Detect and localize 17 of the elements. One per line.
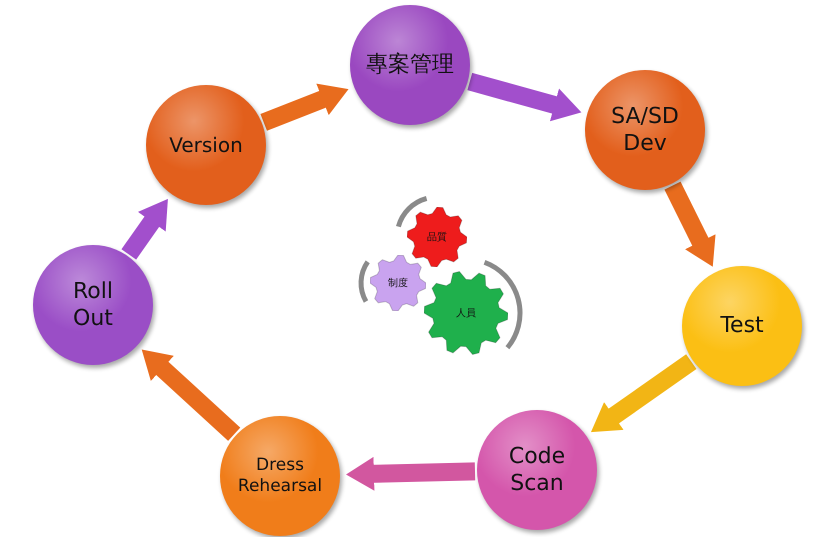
arrow [260, 84, 349, 131]
arrow [590, 354, 696, 432]
gear-label: 品質 [427, 230, 447, 244]
circle-label: Dress Rehearsal [236, 454, 324, 498]
arrow [346, 456, 476, 491]
arrow [142, 350, 240, 441]
gear-label: 人員 [456, 307, 476, 320]
circle-label: Roll Out [72, 278, 114, 332]
arrow [121, 198, 168, 260]
circle-label: Code Scan [508, 442, 566, 498]
circle-label: 專案管理 [366, 51, 454, 79]
circle-label: Test [720, 312, 764, 340]
arrow [664, 182, 716, 267]
arrow [467, 72, 582, 122]
gear-label: 制度 [388, 276, 408, 290]
circle-label: Version [169, 132, 243, 158]
circle-label: SA/SD Dev [610, 102, 680, 158]
